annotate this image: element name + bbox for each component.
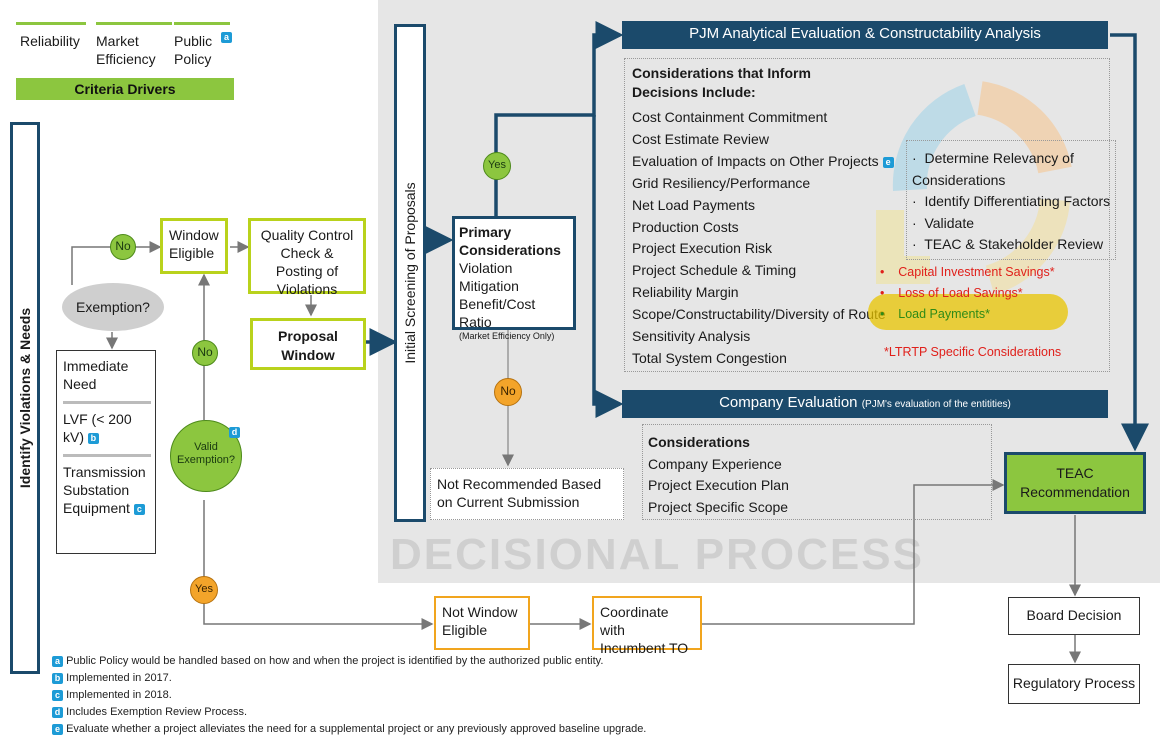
primary-line-2: Benefit/Cost Ratio (459, 296, 536, 330)
badge-e: e (52, 723, 63, 735)
identify-violations-bar: Identify Violations & Needs (10, 122, 40, 674)
no-badge-2: No (192, 340, 218, 366)
ltrtp-item: • Loss of Load Savings* (880, 286, 1023, 300)
badge-a: a (221, 32, 232, 43)
transmission-label: Transmission Substation Equipment c (63, 464, 146, 516)
pjm-analytical-header: PJM Analytical Evaluation & Constructabi… (622, 21, 1108, 49)
badge-d: d (52, 706, 63, 718)
badge-d: d (229, 427, 240, 438)
divider (63, 401, 151, 404)
considerations-title: Considerations that Inform Decisions Inc… (632, 65, 811, 100)
criteria-drivers-panel: Reliability Market Efficiency Public Pol… (16, 22, 238, 100)
decisional-process-label: DECISIONAL PROCESS (390, 530, 924, 579)
company-consideration-item: Project Execution Plan (648, 477, 789, 493)
primary-line-3: (Market Efficiency Only) (459, 331, 555, 341)
process-step: · Determine Relevancy of Considerations (912, 150, 1074, 188)
criteria-market-efficiency: Market Efficiency (96, 33, 156, 67)
teac-recommendation-box: TEAC Recommendation (1004, 452, 1146, 514)
not-recommended-label: Not Recommended Based on Current Submiss… (437, 476, 602, 510)
primary-title: Primary Considerations (459, 224, 561, 258)
lvf-label: LVF (< 200 kV) b (63, 411, 132, 445)
identify-violations-label: Identify Violations & Needs (17, 307, 33, 489)
consideration-item: Evaluation of Impacts on Other Projects … (632, 151, 894, 173)
consideration-item: Production Costs (632, 218, 739, 235)
company-consideration-item: Project Specific Scope (648, 498, 789, 515)
company-consideration-item: Company Experience (648, 455, 782, 472)
footnote: c Implemented in 2018. (52, 688, 812, 702)
company-evaluation-header: Company Evaluation (PJM's evaluation of … (622, 390, 1108, 418)
badge-c: c (52, 689, 63, 701)
badge-a: a (52, 655, 63, 667)
primary-considerations-box: Primary Considerations Violation Mitigat… (452, 216, 576, 341)
yes-badge-2: Yes (190, 576, 218, 604)
criteria-reliability: Reliability (20, 33, 80, 49)
criteria-line (174, 22, 230, 25)
divider (63, 454, 151, 457)
process-steps-box (906, 140, 1116, 260)
badge-b: b (52, 672, 63, 684)
consideration-item: Total System Congestion (632, 349, 787, 366)
footnotes: a Public Policy would be handled based o… (52, 654, 812, 736)
quality-control-box: Quality Control Check & Posting of Viola… (248, 218, 366, 297)
regulatory-process-box: Regulatory Process (1008, 664, 1140, 704)
company-considerations: Considerations Company Experience Projec… (648, 432, 789, 518)
company-considerations-panel (642, 424, 992, 520)
not-recommended-box: Not Recommended Based on Current Submiss… (430, 468, 624, 520)
exemption-decision: Exemption? (62, 283, 164, 331)
process-step: · Identify Differentiating Factors (912, 193, 1111, 209)
criteria-line (16, 22, 86, 25)
considerations-panel (624, 58, 1110, 372)
consideration-item: Sensitivity Analysis (632, 328, 751, 345)
consideration-item: Net Load Payments (632, 196, 755, 213)
consideration-item: Cost Containment Commitment (632, 109, 828, 125)
ltrtp-item: • Capital Investment Savings* (880, 265, 1055, 279)
criteria-line (96, 22, 172, 25)
footnote: a Public Policy would be handled based o… (52, 654, 812, 668)
consideration-item: Grid Resiliency/Performance (632, 174, 811, 191)
badge-c: c (133, 503, 145, 515)
window-eligible-box: Window Eligible (160, 218, 228, 274)
badge-b: b (87, 432, 99, 444)
proposal-window-box: Proposal Window (250, 318, 366, 370)
consideration-item: Project Execution Risk (632, 240, 773, 257)
coordinate-incumbent-box: Coordinate with Incumbent TO (592, 596, 702, 656)
process-steps-list: · Determine Relevancy of Considerations … (912, 148, 1112, 256)
considerations-list: Cost Containment Commitment Cost Estimat… (632, 107, 894, 370)
cycle-arrows-graphic (876, 81, 1072, 290)
not-window-eligible-box: Not Window Eligible (434, 596, 530, 650)
initial-screening-label: Initial Screening of Proposals (402, 182, 418, 364)
exemption-categories-box: Immediate Need LVF (< 200 kV) b Transmis… (56, 350, 156, 554)
company-considerations-title: Considerations (648, 434, 750, 450)
criteria-public-policy: Public Policy (174, 33, 213, 67)
consideration-item: Scope/Constructability/Diversity of Rout… (632, 306, 886, 323)
process-step: · Validate (912, 214, 975, 231)
ltrtp-note: *LTRTP Specific Considerations (884, 345, 1062, 359)
consideration-item: Project Schedule & Timing (632, 262, 797, 279)
footnote: d Includes Exemption Review Process. (52, 705, 812, 719)
footnote: e Evaluate whether a project alleviates … (52, 722, 812, 736)
no-badge-1: No (110, 234, 136, 260)
no-badge-3: No (494, 378, 522, 406)
process-step: · TEAC & Stakeholder Review (912, 236, 1104, 252)
load-payments-highlight (868, 294, 1068, 330)
footnote: b Implemented in 2017. (52, 671, 812, 685)
criteria-drivers-bar: Criteria Drivers (16, 78, 234, 100)
primary-line-1: Violation Mitigation (459, 260, 519, 294)
yes-badge-1: Yes (483, 152, 511, 180)
ltrtp-list: • Capital Investment Savings* • Loss of … (880, 262, 1055, 325)
consideration-item: Cost Estimate Review (632, 130, 769, 147)
initial-screening-bar: Initial Screening of Proposals (394, 24, 426, 522)
immediate-need-label: Immediate Need (63, 358, 129, 392)
consideration-item: Reliability Margin (632, 284, 739, 301)
ltrtp-item: • Load Payments* (880, 307, 991, 321)
board-decision-box: Board Decision (1008, 597, 1140, 635)
badge-e: e (882, 156, 894, 168)
